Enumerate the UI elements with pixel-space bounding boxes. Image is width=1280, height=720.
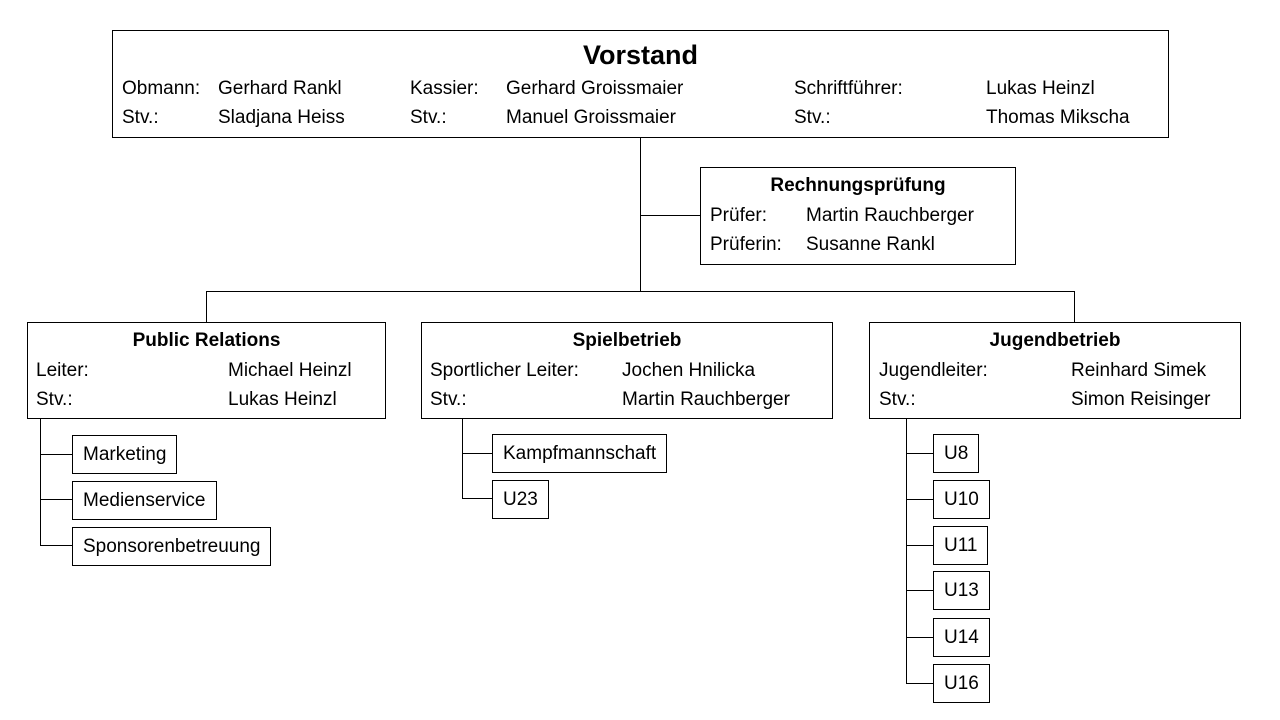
spielbetrieb-title: Spielbetrieb — [572, 330, 682, 351]
public-relations-label: Stv.: — [36, 389, 73, 410]
connector-vorstand-trunk — [640, 137, 641, 292]
connector-pr-child-1 — [40, 454, 73, 455]
vorstand-name: Sladjana Heiss — [218, 107, 345, 128]
pr-child-box: Marketing — [72, 435, 178, 474]
public-relations-name: Michael Heinzl — [228, 360, 352, 381]
vorstand-name: Gerhard Groissmaier — [506, 78, 684, 99]
connector-pr-children-trunk — [40, 418, 41, 546]
vorstand-name: Manuel Groissmaier — [506, 107, 676, 128]
vorstand-name: Gerhard Rankl — [218, 78, 342, 99]
rechnungspruefung-name: Martin Rauchberger — [806, 205, 974, 226]
public-relations-title: Public Relations — [132, 330, 281, 351]
public-relations-name: Lukas Heinzl — [228, 389, 337, 410]
jugendbetrieb-name: Reinhard Simek — [1071, 360, 1207, 381]
jugendbetrieb-box: Jugendbetrieb Jugendleiter: Reinhard Sim… — [869, 322, 1241, 419]
rechnungspruefung-label: Prüferin: — [710, 234, 782, 255]
jugendbetrieb-label: Stv.: — [879, 389, 916, 410]
vorstand-label: Stv.: — [794, 107, 831, 128]
spiel-child-box: U23 — [492, 480, 549, 519]
jugend-child-box: U11 — [933, 526, 989, 565]
connector-rechnungspruefung — [640, 215, 701, 216]
rechnungspruefung-title: Rechnungsprüfung — [770, 175, 946, 196]
jugend-child-box: U13 — [933, 571, 990, 610]
connector-jugend-children-trunk — [906, 418, 907, 683]
vorstand-label: Stv.: — [410, 107, 447, 128]
spielbetrieb-name: Jochen Hnilicka — [622, 360, 756, 381]
rechnungspruefung-name: Susanne Rankl — [806, 234, 935, 255]
vorstand-name: Lukas Heinzl — [986, 78, 1095, 99]
connector-jugend-child-4 — [906, 590, 934, 591]
pr-child-box: Sponsorenbetreuung — [72, 527, 272, 566]
spielbetrieb-label: Sportlicher Leiter: — [430, 360, 579, 381]
connector-spiel-child-1 — [462, 453, 493, 454]
connector-jugend-child-1 — [906, 453, 934, 454]
spielbetrieb-label: Stv.: — [430, 389, 467, 410]
spielbetrieb-box: Spielbetrieb Sportlicher Leiter: Jochen … — [421, 322, 833, 419]
jugendbetrieb-label: Jugendleiter: — [879, 360, 988, 381]
connector-pr-child-2 — [40, 499, 73, 500]
public-relations-box: Public Relations Leiter: Michael Heinzl … — [27, 322, 386, 419]
spiel-child-box: Kampfmannschaft — [492, 434, 668, 473]
vorstand-box: Vorstand Obmann: Gerhard Rankl Kassier: … — [112, 30, 1169, 138]
vorstand-label: Schriftführer: — [794, 78, 903, 99]
jugendbetrieb-title: Jugendbetrieb — [989, 330, 1121, 351]
connector-spiel-children-trunk — [462, 418, 463, 499]
vorstand-label: Obmann: — [122, 78, 201, 99]
connector-jugend-child-2 — [906, 499, 934, 500]
rechnungspruefung-label: Prüfer: — [710, 205, 768, 226]
connector-jugend-child-3 — [906, 545, 934, 546]
connector-jugendbetrieb — [1074, 291, 1075, 323]
rechnungspruefung-box: Rechnungsprüfung Prüfer: Martin Rauchber… — [700, 167, 1016, 265]
connector-pr-child-3 — [40, 545, 73, 546]
jugend-child-box: U16 — [933, 664, 990, 703]
jugend-child-box: U10 — [933, 480, 990, 519]
spielbetrieb-name: Martin Rauchberger — [622, 389, 790, 410]
connector-jugend-child-6 — [906, 683, 934, 684]
public-relations-label: Leiter: — [36, 360, 89, 381]
pr-child-box: Medienservice — [72, 481, 217, 520]
connector-spiel-child-2 — [462, 498, 493, 499]
jugend-child-box: U14 — [933, 618, 990, 657]
jugendbetrieb-name: Simon Reisinger — [1071, 389, 1211, 410]
vorstand-title: Vorstand — [582, 40, 698, 70]
vorstand-label: Kassier: — [410, 78, 479, 99]
jugend-child-box: U8 — [933, 434, 980, 473]
vorstand-label: Stv.: — [122, 107, 159, 128]
connector-public-relations — [206, 291, 207, 323]
vorstand-name: Thomas Mikscha — [986, 107, 1130, 128]
connector-departments-bus — [206, 291, 1075, 292]
connector-jugend-child-5 — [906, 637, 934, 638]
